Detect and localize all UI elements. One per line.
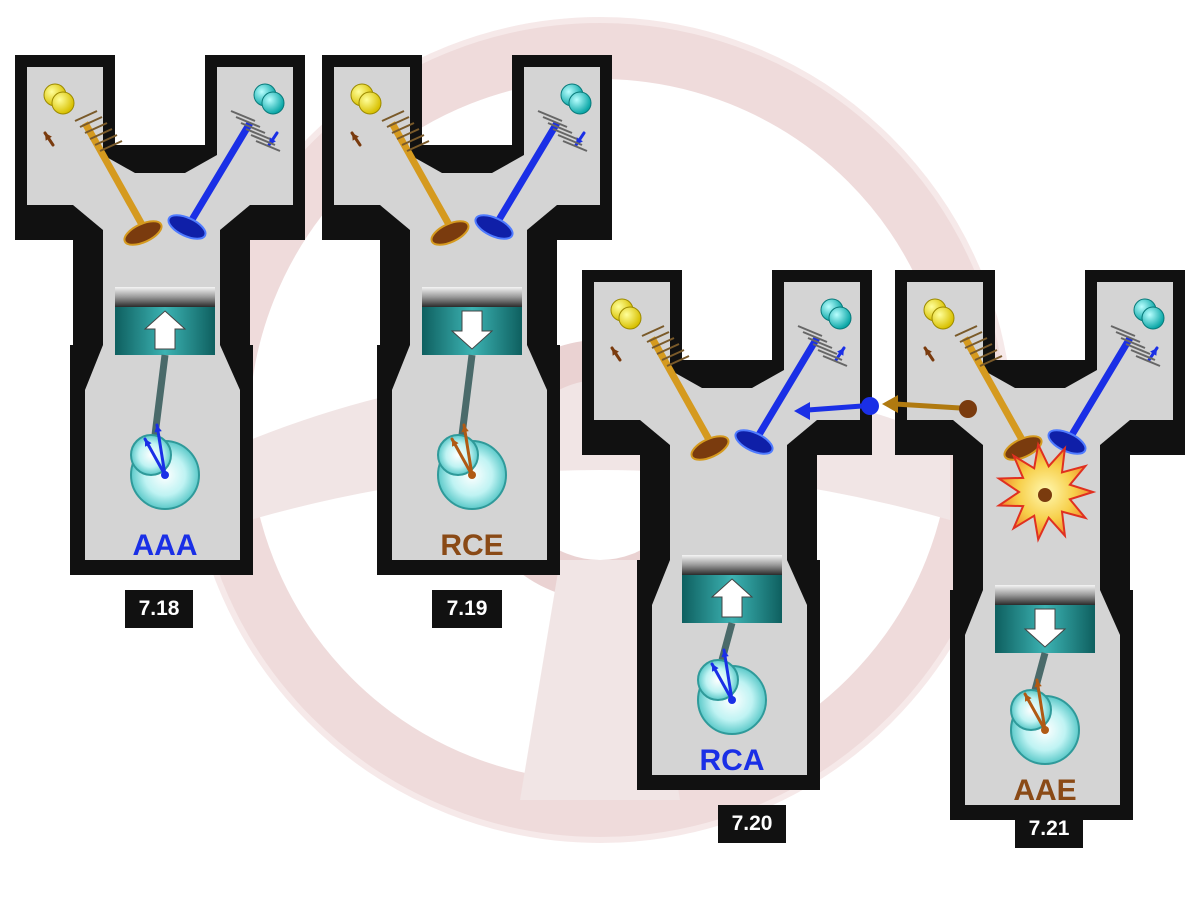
crank-rotation-arrow-icon bbox=[1023, 678, 1047, 732]
figure-caption-7-19: 7.19 bbox=[432, 590, 502, 628]
intake-valve bbox=[641, 325, 730, 461]
figure-caption-7-20: 7.20 bbox=[718, 805, 786, 843]
intake-direction-arrow-icon bbox=[610, 346, 622, 362]
intake-valve bbox=[74, 110, 163, 246]
exhaust-valve bbox=[1047, 325, 1161, 455]
exhaust-valve bbox=[474, 110, 588, 240]
intake-valve bbox=[381, 110, 470, 246]
engine-figure-7-18: AAA bbox=[15, 55, 305, 575]
crank-rotation-arrow-icon bbox=[710, 648, 734, 702]
intake-direction-arrow-icon bbox=[350, 131, 362, 147]
connecting-rod bbox=[151, 354, 169, 436]
stage-label: AAE bbox=[1013, 774, 1076, 807]
piston bbox=[422, 287, 522, 355]
piston bbox=[682, 555, 782, 623]
figure-caption-7-21: 7.21 bbox=[1015, 810, 1083, 848]
exhaust-valve bbox=[734, 325, 848, 455]
figure-caption-7-18: 7.18 bbox=[125, 590, 193, 628]
piston-down-arrow-icon bbox=[450, 310, 494, 350]
exhaust-valve bbox=[167, 110, 281, 240]
stage-label: AAA bbox=[133, 529, 198, 562]
intake-direction-arrow-icon bbox=[923, 346, 935, 362]
cylinder-chamber bbox=[594, 282, 860, 775]
piston-down-arrow-icon bbox=[1023, 608, 1067, 648]
crank-rotation-arrow-icon bbox=[450, 423, 474, 477]
intake-direction-arrow-icon bbox=[43, 131, 55, 147]
piston bbox=[995, 585, 1095, 653]
stage-label: RCE bbox=[440, 529, 503, 562]
stage-label: RCA bbox=[700, 744, 765, 777]
piston bbox=[115, 287, 215, 355]
crank-rotation-arrow-icon bbox=[143, 423, 167, 477]
engine-figure-7-19: RCE bbox=[322, 55, 612, 575]
piston-up-arrow-icon bbox=[710, 578, 754, 618]
engine-figure-7-20: RCA bbox=[582, 270, 872, 790]
intake-valve bbox=[954, 325, 1043, 461]
explosion-icon bbox=[995, 441, 1097, 543]
piston-up-arrow-icon bbox=[143, 310, 187, 350]
gas-flow-arrows bbox=[794, 395, 977, 420]
connecting-rod bbox=[458, 354, 476, 436]
